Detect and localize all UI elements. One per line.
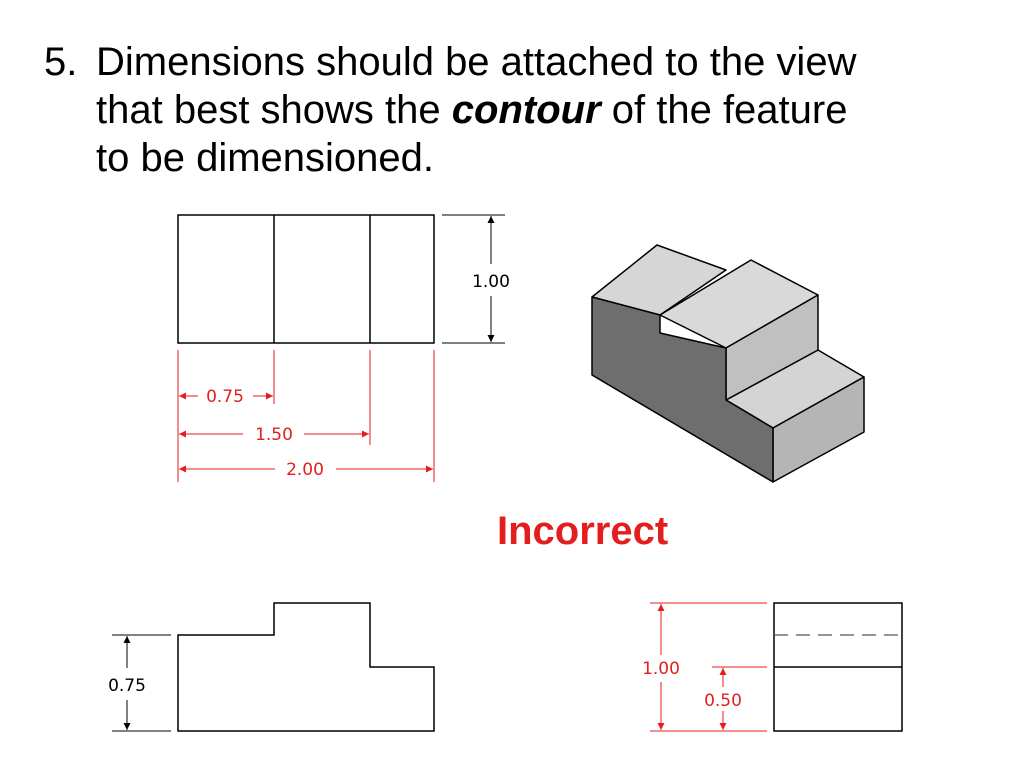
front-height-dimension-label: 1.00 bbox=[472, 272, 510, 292]
heading-line-2: that best shows the contour of the featu… bbox=[96, 86, 1004, 134]
top-view: 0.75 bbox=[108, 602, 435, 732]
heading-number: 5. bbox=[44, 40, 78, 84]
side-lower-dimension-label: 0.50 bbox=[704, 691, 742, 711]
top-view-outline bbox=[177, 602, 435, 732]
heading-line-3: to be dimensioned. bbox=[96, 136, 435, 180]
front-view: 1.00 0.75 1.50 2.00 bbox=[177, 214, 510, 482]
incorrect-label: Incorrect bbox=[497, 509, 669, 553]
heading-line-2-start: that best shows the bbox=[96, 88, 452, 132]
isometric-view bbox=[591, 244, 865, 483]
front-width-dimension-1-label: 0.75 bbox=[206, 387, 244, 407]
slide-heading: 5. Dimensions should be attached to the … bbox=[44, 38, 1004, 182]
side-view: 1.00 0.50 bbox=[642, 602, 903, 732]
top-height-dimension-label: 0.75 bbox=[108, 676, 146, 696]
heading-line-1: Dimensions should be attached to the vie… bbox=[96, 40, 857, 84]
heading-emphasis-contour: contour bbox=[451, 88, 601, 132]
iso-front-face bbox=[591, 296, 774, 483]
front-width-dimension-2-label: 1.50 bbox=[255, 425, 293, 445]
front-width-dimension-3-label: 2.00 bbox=[286, 460, 324, 480]
side-total-dimension-label: 1.00 bbox=[642, 659, 680, 679]
front-view-outline bbox=[177, 214, 435, 344]
heading-line-2-end: of the feature bbox=[600, 88, 848, 132]
